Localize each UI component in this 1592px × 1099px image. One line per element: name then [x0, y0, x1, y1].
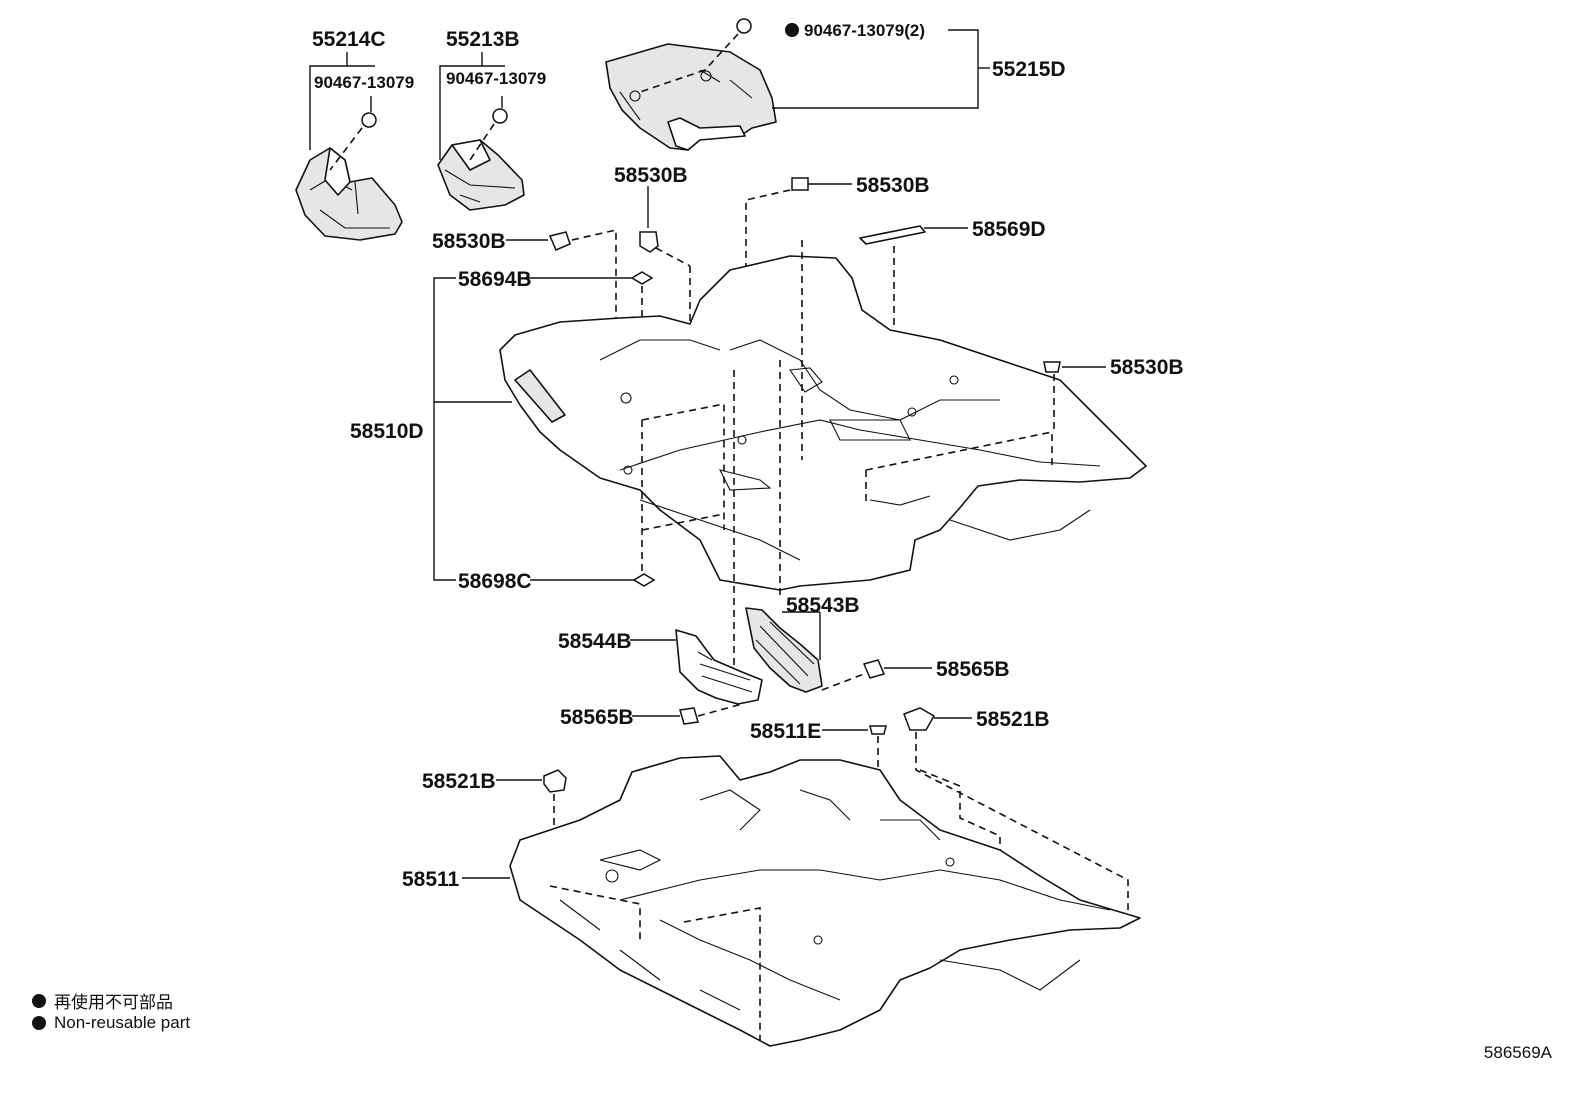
label-90467-a: 90467-13079 — [314, 73, 414, 92]
label-58511E: 58511E — [750, 720, 821, 743]
label-58694B: 58694B — [458, 268, 532, 291]
label-58530B-far: 58530B — [1110, 356, 1184, 379]
label-55215D: 55215D — [992, 58, 1066, 81]
label-58543B: 58543B — [786, 594, 860, 617]
label-58521B-right: 58521B — [976, 708, 1050, 731]
label-90467-b: 90467-13079 — [446, 69, 546, 88]
label-58530B-right: 58530B — [856, 174, 930, 197]
part-58569D-strip — [859, 225, 926, 245]
part-58544B-silencer — [675, 629, 763, 705]
legend-non-reusable-ja: 再使用不可部品 — [32, 988, 173, 1013]
figure-code: 586569A — [1483, 1043, 1552, 1062]
part-55215D-cover — [605, 43, 777, 151]
label-90467-c: 90467-13079(2) — [804, 21, 925, 40]
label-55213B: 55213B — [446, 28, 520, 51]
label-58530B-top: 58530B — [614, 164, 688, 187]
label-58511: 58511 — [402, 868, 460, 891]
legend-en-text: Non-reusable part — [54, 1013, 191, 1032]
part-55214C-trim — [295, 147, 403, 241]
label-58544B: 58544B — [558, 630, 632, 653]
label-58565B-left: 58565B — [560, 706, 634, 729]
label-58569D: 58569D — [972, 218, 1046, 241]
legend-non-reusable-en: Non-reusable part — [32, 1013, 190, 1033]
legend-ja-text: 再使用不可部品 — [54, 993, 173, 1012]
part-58511-floor-silencer — [509, 755, 1141, 1047]
label-55214C: 55214C — [312, 28, 386, 51]
part-58543B-silencer — [745, 607, 823, 693]
bullet-icon — [32, 993, 46, 1008]
label-58698C: 58698C — [458, 570, 532, 593]
label-58521B-left: 58521B — [422, 770, 496, 793]
label-58510D: 58510D — [350, 420, 424, 443]
label-58565B-right: 58565B — [936, 658, 1010, 681]
part-55213B-trim — [437, 139, 525, 211]
part-58510D-floor-carpet — [499, 255, 1147, 591]
bullet-icon — [32, 1016, 46, 1030]
label-58530B-left: 58530B — [432, 230, 506, 253]
